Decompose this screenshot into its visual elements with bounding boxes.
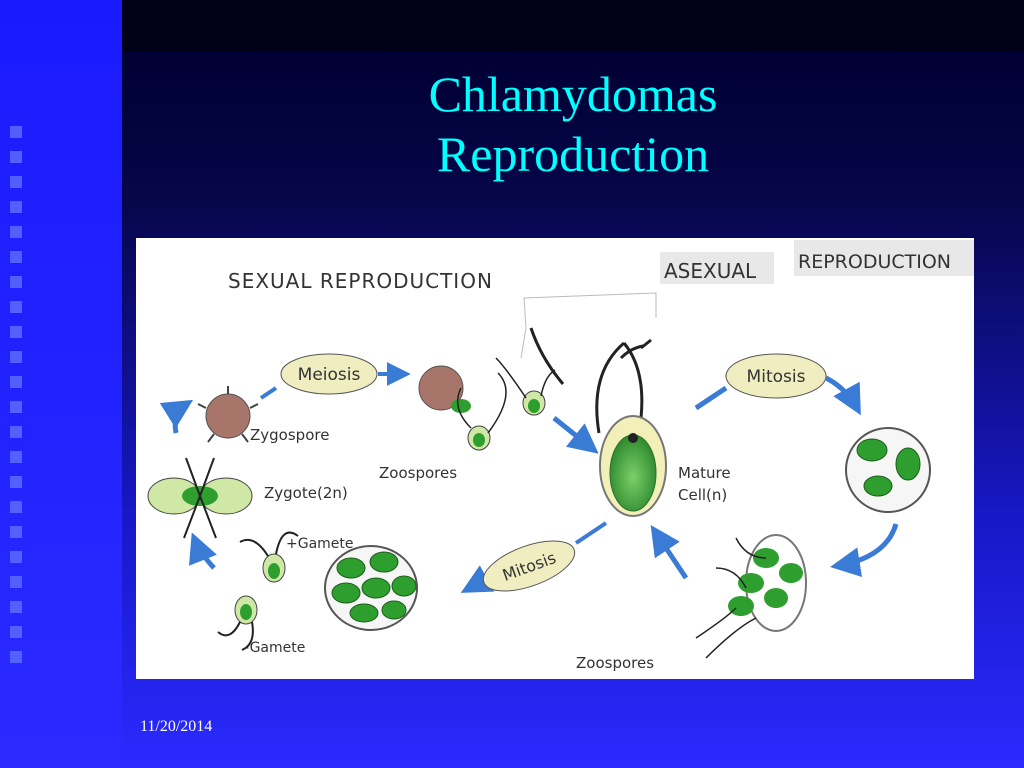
decorative-square (10, 576, 22, 588)
decorative-square (10, 226, 22, 238)
mature-cell-label-2: Cell(n) (678, 486, 727, 504)
top-band (122, 0, 1024, 52)
decorative-square (10, 551, 22, 563)
decorative-square (10, 176, 22, 188)
decorative-square (10, 326, 22, 338)
plus-gamete-flagella (239, 531, 299, 557)
decorative-square (10, 301, 22, 313)
zoospore-sac-cells (331, 551, 417, 623)
zoospores-sexual-label: Zoospores (379, 464, 457, 482)
asexual-zoospores (695, 534, 807, 659)
decorative-square (10, 601, 22, 613)
zoospores-asexual-label: Zoospores (576, 654, 654, 672)
zoospore-1-nucleus (528, 399, 540, 413)
zygospore-left (205, 393, 251, 439)
decorative-square (10, 201, 22, 213)
mitosis-top-label: Mitosis (747, 367, 806, 387)
life-cycle-svg: SEXUAL REPRODUCTION ASEXUAL REPRODUCTION… (147, 240, 974, 672)
decorative-square (10, 526, 22, 538)
slide-date: 11/20/2014 (140, 718, 213, 735)
decorative-square (10, 376, 22, 388)
minus-gamete-nucleus (240, 604, 252, 620)
life-cycle-drawing: SEXUAL REPRODUCTION ASEXUAL REPRODUCTION… (136, 238, 974, 679)
plus-gamete-label: +Gamete (286, 536, 354, 552)
title-line-1: Chlamydomas (428, 66, 718, 122)
arrow-up-to-zygospore (159, 399, 194, 434)
asexual-heading-b: REPRODUCTION (798, 251, 951, 273)
zygospore-label: Zygospore (250, 426, 329, 444)
sexual-heading: SEXUAL REPRODUCTION (228, 269, 493, 293)
minus-gamete-flagella (217, 621, 254, 651)
paper-edge (520, 292, 657, 359)
zoospore-flagella (456, 357, 556, 434)
mitosis-top-arrow-in (694, 385, 728, 411)
zygospore-releasing (418, 365, 464, 411)
decorative-square (10, 626, 22, 638)
decorative-square (10, 501, 22, 513)
mitosis-top-bubble (725, 353, 827, 399)
plus-gamete-nucleus (268, 563, 280, 579)
decorative-square (10, 401, 22, 413)
slide-title: Chlamydomas Reproduction (122, 64, 1024, 184)
arrow-to-zoospore-release (830, 523, 899, 578)
meiosis-bubble (280, 353, 378, 395)
decorative-square (10, 276, 22, 288)
mature-cell-label-1: Mature (678, 464, 731, 482)
meiosis-label: Meiosis (298, 365, 361, 385)
decorative-square (10, 351, 22, 363)
minus-gamete-label: -Gamete (244, 640, 305, 656)
asexual-heading-a: ASEXUAL (664, 259, 757, 283)
mitosis-top-arrow-out (824, 375, 861, 416)
released-zoospore (451, 399, 471, 413)
meiosis-arrow-in (259, 386, 278, 400)
mitosis-bottom-arrow-in (574, 521, 608, 545)
decorative-square (10, 451, 22, 463)
mature-cell-flagella (529, 327, 652, 385)
zygote-flagella (183, 457, 217, 539)
arrow-back-to-mature-cell (650, 525, 689, 580)
decorative-square (10, 251, 22, 263)
arrow-to-mature-cell (552, 416, 599, 454)
reproduction-heading-box (794, 240, 974, 276)
zygospore-spikes (197, 386, 259, 443)
zoospore-2-nucleus (473, 433, 485, 447)
mature-cell-eyespot (628, 433, 638, 443)
decorative-square (10, 151, 22, 163)
asexual-heading-box (660, 252, 774, 284)
title-line-2: Reproduction (436, 126, 710, 182)
decorative-square (10, 476, 22, 488)
decorative-square (10, 126, 22, 138)
decorative-square (10, 426, 22, 438)
mature-cell-chloroplast (609, 434, 657, 512)
zygote-label: Zygote(2n) (264, 484, 348, 502)
arrow-up-to-zygote (188, 532, 217, 570)
mitosis-bottom-bubble (482, 540, 576, 592)
decorative-square (10, 651, 22, 663)
dividing-cell-daughters (856, 438, 921, 497)
